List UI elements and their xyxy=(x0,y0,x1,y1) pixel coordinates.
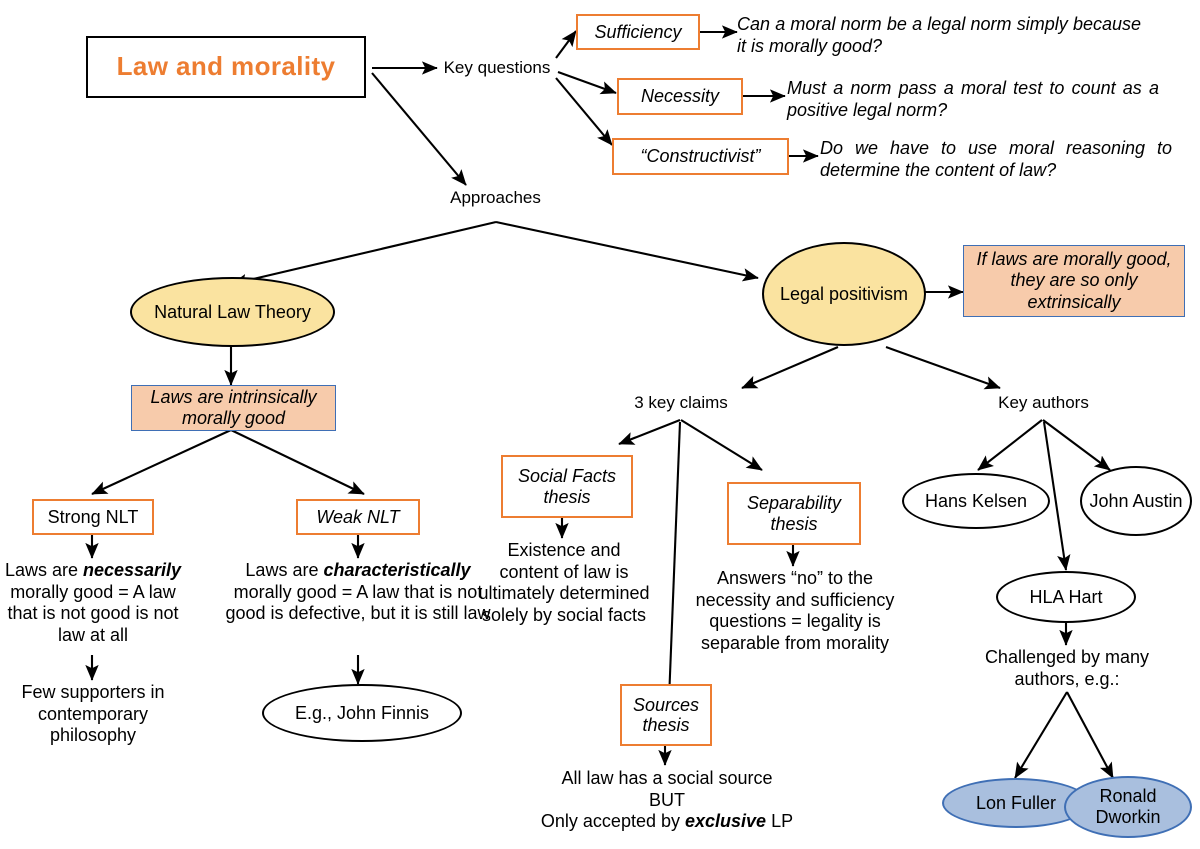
question-text-sufficiency: Can a moral norm be a legal norm simply … xyxy=(737,14,1141,58)
branch-key-questions-label: Key questions xyxy=(443,58,551,78)
ellipse-hans-kelsen: Hans Kelsen xyxy=(902,473,1050,529)
term-label-sources-thesis: Sources thesis xyxy=(632,694,700,735)
body-challenged-by-label: Challenged by many authors, e.g.: xyxy=(984,647,1150,689)
ellipse-john-finnis-label: E.g., John Finnis xyxy=(294,702,430,723)
body-strong-nlt-pre: Laws are xyxy=(4,560,83,580)
ellipse-ronald-dworkin-label: Ronald Dworkin xyxy=(1095,786,1161,827)
body-weak-nlt-post: morally good = A law that is not good is… xyxy=(225,581,491,624)
claim-legal-positivism-label: If laws are morally good, they are so on… xyxy=(976,249,1172,312)
branch-approaches: Approaches xyxy=(443,185,548,211)
body-strong-nlt-consequence: Few supporters in contemporary philosoph… xyxy=(2,682,184,747)
ellipse-lon-fuller-label: Lon Fuller xyxy=(975,792,1057,813)
body-separability-thesis-label: Answers “no” to the necessity and suffic… xyxy=(695,568,895,653)
question-necessity-label: Must a norm pass a moral test to count a… xyxy=(787,78,1159,120)
question-constructivist-label: Do we have to use moral reasoning to det… xyxy=(820,138,1172,180)
branch-key-questions: Key questions xyxy=(438,55,556,81)
body-sources-line3: Only accepted by exclusive LP xyxy=(485,811,849,833)
ellipse-natural-law-theory: Natural Law Theory xyxy=(130,277,335,347)
term-box-strong-nlt: Strong NLT xyxy=(32,499,154,535)
term-label-necessity: Necessity xyxy=(640,86,720,107)
term-label-separability-thesis: Separability thesis xyxy=(746,493,842,534)
question-text-constructivist: Do we have to use moral reasoning to det… xyxy=(820,138,1172,182)
body-sources-line3-post: LP xyxy=(766,811,794,832)
ellipse-hla-hart: HLA Hart xyxy=(996,571,1136,623)
claim-natural-law-label: Laws are intrinsically morally good xyxy=(150,386,317,428)
ellipse-ronald-dworkin: Ronald Dworkin xyxy=(1064,776,1192,838)
claim-box-natural-law: Laws are intrinsically morally good xyxy=(131,385,336,431)
term-box-necessity: Necessity xyxy=(617,78,743,115)
ellipse-hla-hart-label: HLA Hart xyxy=(1029,586,1103,607)
branch-three-key-claims: 3 key claims xyxy=(617,390,745,416)
body-social-facts-thesis: Existence and content of law is ultimate… xyxy=(478,540,650,626)
term-box-sources-thesis: Sources thesis xyxy=(620,684,712,746)
term-box-social-facts-thesis: Social Facts thesis xyxy=(501,455,633,518)
page-title: Law and morality xyxy=(116,51,336,82)
branch-three-key-claims-label: 3 key claims xyxy=(634,393,728,413)
question-text-necessity: Must a norm pass a moral test to count a… xyxy=(787,78,1159,122)
body-sources-line3-pre: Only accepted by xyxy=(540,811,685,832)
body-strong-nlt-consequence-label: Few supporters in contemporary philosoph… xyxy=(21,682,165,746)
body-weak-nlt-pre: Laws are xyxy=(245,560,324,580)
body-strong-nlt-em: necessarily xyxy=(82,560,182,580)
term-box-weak-nlt: Weak NLT xyxy=(296,499,420,535)
ellipse-hans-kelsen-label: Hans Kelsen xyxy=(924,490,1028,511)
body-sources-line1: All law has a social source xyxy=(561,768,773,788)
ellipse-legal-positivism-label: Legal positivism xyxy=(779,283,909,304)
body-sources-line3-em: exclusive xyxy=(685,811,767,832)
ellipse-john-finnis: E.g., John Finnis xyxy=(262,684,462,742)
term-box-constructivist: “Constructivist” xyxy=(612,138,789,175)
body-challenged-by: Challenged by many authors, e.g.: xyxy=(972,647,1162,690)
term-label-strong-nlt: Strong NLT xyxy=(47,506,139,527)
term-box-sufficiency: Sufficiency xyxy=(576,14,700,50)
branch-key-authors-label: Key authors xyxy=(998,393,1089,413)
body-weak-nlt-em: characteristically xyxy=(323,560,471,580)
body-separability-thesis: Answers “no” to the necessity and suffic… xyxy=(684,568,906,654)
body-strong-nlt: Laws are necessarily morally good = A la… xyxy=(0,560,186,646)
branch-key-authors: Key authors xyxy=(986,390,1101,416)
term-label-weak-nlt: Weak NLT xyxy=(316,506,400,527)
title-box: Law and morality xyxy=(86,36,366,98)
ellipse-natural-law-theory-label: Natural Law Theory xyxy=(154,301,311,322)
branch-approaches-label: Approaches xyxy=(450,188,541,208)
body-sources-line2: BUT xyxy=(649,789,685,810)
body-weak-nlt: Laws are characteristically morally good… xyxy=(216,560,500,625)
body-strong-nlt-post: morally good = A law that is not good is… xyxy=(7,581,179,645)
term-box-separability-thesis: Separability thesis xyxy=(727,482,861,545)
body-social-facts-thesis-label: Existence and content of law is ultimate… xyxy=(478,540,650,625)
term-label-constructivist: “Constructivist” xyxy=(640,146,761,167)
ellipse-legal-positivism: Legal positivism xyxy=(762,242,926,346)
claim-box-legal-positivism: If laws are morally good, they are so on… xyxy=(963,245,1185,317)
term-label-sufficiency: Sufficiency xyxy=(594,21,682,42)
question-sufficiency-label: Can a moral norm be a legal norm simply … xyxy=(737,14,1141,56)
body-sources-thesis: All law has a social source BUT Only acc… xyxy=(485,768,849,833)
ellipse-john-austin: John Austin xyxy=(1080,466,1192,536)
term-label-social-facts-thesis: Social Facts thesis xyxy=(517,466,617,507)
ellipse-john-austin-label: John Austin xyxy=(1089,490,1183,511)
